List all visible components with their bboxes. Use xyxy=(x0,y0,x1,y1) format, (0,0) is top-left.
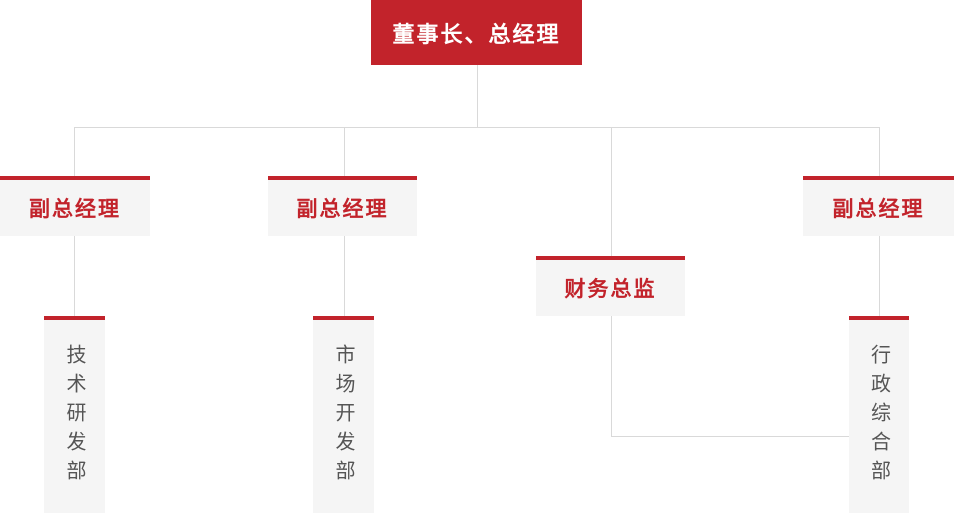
connector-drop-vp3 xyxy=(879,127,880,176)
org-node-label: 技术研发部 xyxy=(63,344,85,489)
org-node-admin-general-dept: 行政综合部 xyxy=(849,316,909,513)
org-node-label: 董事长、总经理 xyxy=(392,21,561,47)
connector-vp3-dept3 xyxy=(879,236,880,316)
org-node-label: 财务总监 xyxy=(564,278,657,301)
connector-root-stem xyxy=(477,65,478,127)
connector-drop-cfo xyxy=(611,127,612,256)
org-node-deputy-gm-2: 副总经理 xyxy=(268,176,417,236)
org-node-deputy-gm-1: 副总经理 xyxy=(0,176,150,236)
org-node-label: 副总经理 xyxy=(296,198,389,221)
connector-drop-vp2 xyxy=(344,127,345,176)
connector-main-horizontal xyxy=(74,127,880,128)
org-node-label: 市场开发部 xyxy=(332,344,354,489)
org-node-tech-rd-dept: 技术研发部 xyxy=(44,316,105,513)
connector-cfo-stem xyxy=(611,316,612,436)
org-node-deputy-gm-3: 副总经理 xyxy=(803,176,954,236)
org-node-finance-director: 财务总监 xyxy=(536,256,685,316)
connector-vp2-dept2 xyxy=(344,236,345,316)
connector-vp1-dept1 xyxy=(74,236,75,316)
org-node-chairman-general-manager: 董事长、总经理 xyxy=(371,0,582,65)
org-node-label: 行政综合部 xyxy=(867,344,890,489)
org-node-market-dev-dept: 市场开发部 xyxy=(313,316,374,513)
org-node-label: 副总经理 xyxy=(832,198,925,221)
connector-cfo-dept3 xyxy=(611,436,849,437)
org-node-label: 副总经理 xyxy=(29,198,121,221)
connector-drop-vp1 xyxy=(74,127,75,176)
